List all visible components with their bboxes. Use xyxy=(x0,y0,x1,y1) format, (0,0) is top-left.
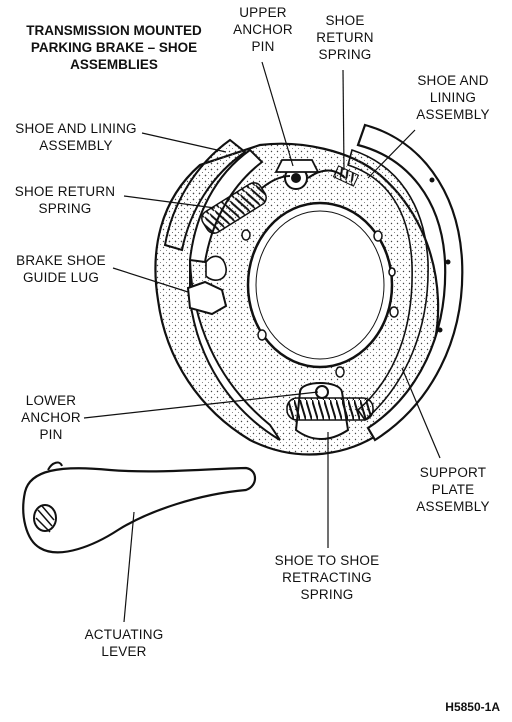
label-brake-shoe-guide-lug: BRAKE SHOE GUIDE LUG xyxy=(16,253,106,285)
label-shoe-return-spring-top: SHOE RETURN SPRING xyxy=(316,13,374,62)
leader-shoe-lining-right xyxy=(367,129,416,179)
leader-shoe-lining-left xyxy=(141,132,227,153)
left-shoe xyxy=(163,138,281,441)
bolt-hole xyxy=(388,267,396,277)
label-support-plate-assembly: SUPPORT PLATE ASSEMBLY xyxy=(416,465,490,514)
label-shoe-lining-left: SHOE AND LINING ASSEMBLY xyxy=(15,121,137,153)
return-spring-left xyxy=(201,175,291,234)
leader-shoe-return-spring-left xyxy=(123,195,216,209)
leader-lower-anchor-pin xyxy=(83,391,319,419)
leader-lines xyxy=(83,61,441,623)
bolt-hole xyxy=(335,366,345,378)
label-shoe-to-shoe-spring: SHOE TO SHOE RETRACTING SPRING xyxy=(274,553,380,602)
leader-guide-lug xyxy=(112,267,189,293)
bolt-hole xyxy=(241,229,251,241)
bolt-hole xyxy=(373,230,383,242)
guide-lug xyxy=(186,280,228,316)
label-shoe-lining-right: SHOE AND LINING ASSEMBLY xyxy=(416,73,490,122)
leader-actuating-lever xyxy=(123,511,135,623)
upper-anchor-pin xyxy=(274,159,320,190)
leader-shoe-return-spring-top xyxy=(342,69,345,171)
label-upper-anchor-pin: UPPER ANCHOR PIN xyxy=(233,5,293,54)
diagram-title: TRANSMISSION MOUNTED PARKING BRAKE – SHO… xyxy=(26,23,202,72)
actuating-lever xyxy=(22,461,257,554)
leader-upper-anchor-pin xyxy=(261,61,294,167)
leader-support-plate xyxy=(401,367,441,459)
bolt-holes xyxy=(241,229,399,378)
bolt-hole xyxy=(389,306,399,318)
center-hole xyxy=(246,201,394,369)
shoe-to-shoe-spring xyxy=(286,397,374,421)
label-shoe-return-spring-left: SHOE RETURN SPRING xyxy=(14,184,116,216)
figure-id: H5850-1A xyxy=(445,700,500,714)
bolt-hole xyxy=(257,329,267,341)
label-actuating-lever: ACTUATING LEVER xyxy=(84,627,164,659)
return-spring-right xyxy=(307,165,360,187)
label-lower-anchor-pin: LOWER ANCHOR PIN xyxy=(21,393,81,442)
